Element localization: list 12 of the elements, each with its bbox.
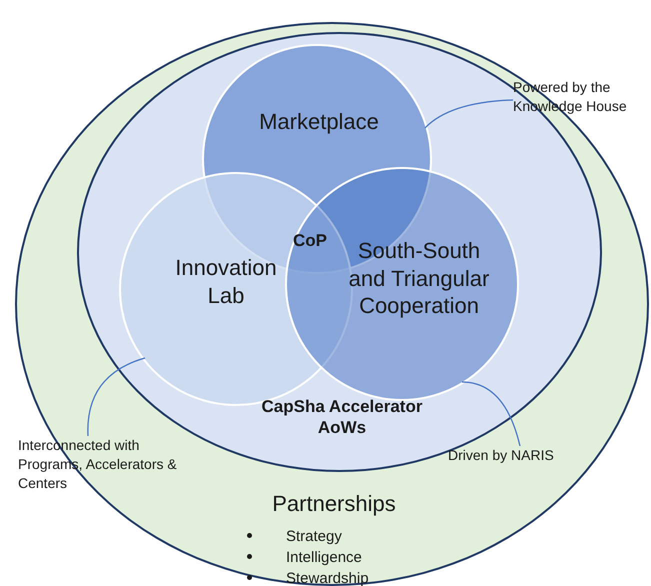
leader-line: [87, 357, 146, 436]
circle-label: Marketplace: [258, 108, 380, 136]
bullet-text: Stewardship: [286, 570, 369, 586]
leader-line: [462, 381, 521, 446]
circle-label: Partnerships: [271, 490, 397, 518]
leader-line: [424, 99, 514, 128]
annotation-text: Driven by NARIS: [448, 446, 573, 468]
circle-label: Innovation Lab: [174, 254, 278, 309]
bullet-text: Strategy: [286, 528, 342, 545]
bullet-text: Intelligence: [286, 549, 362, 566]
circle-title: CapSha Accelerator AoWs: [260, 396, 424, 438]
circle-label: South-South and Triangular Cooperation: [348, 237, 490, 320]
